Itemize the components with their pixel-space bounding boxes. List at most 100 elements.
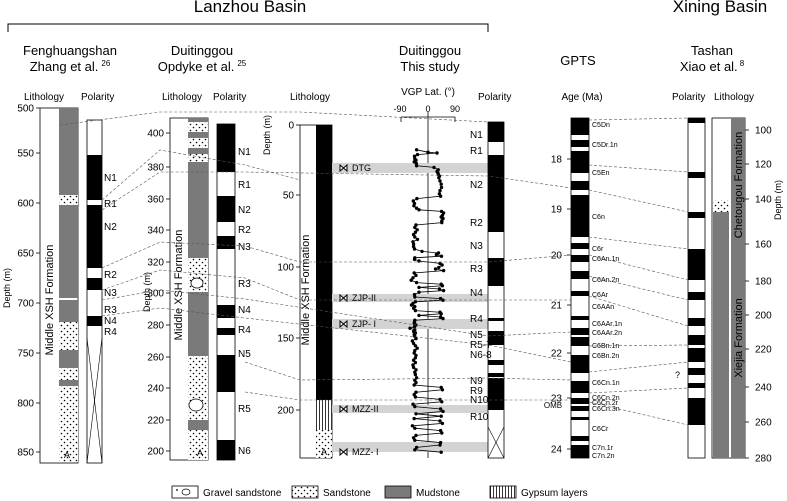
gpts-chron-label: C6Cn.2n bbox=[592, 395, 620, 402]
correlation-line bbox=[588, 401, 689, 426]
vgp-data-point bbox=[441, 316, 445, 321]
this-study-litho-mark: A bbox=[321, 447, 327, 457]
fenghuangshan-chron-label: R3 bbox=[104, 305, 117, 316]
vgp-data-point bbox=[438, 188, 442, 193]
xining-basin-title: Xining Basin bbox=[673, 0, 768, 16]
bowtie-marker-icon bbox=[339, 163, 348, 173]
this-study-marker-label: ZJP-II bbox=[352, 293, 376, 303]
opdyke-tick-label: 300 bbox=[147, 289, 164, 300]
bowtie-marker-icon bbox=[339, 319, 348, 329]
vgp-data-point bbox=[413, 372, 418, 377]
opdyke-tick-label: 400 bbox=[147, 129, 164, 140]
vgp-data-point bbox=[415, 237, 420, 242]
bowtie-marker-icon bbox=[339, 404, 348, 414]
gpts-normal-block bbox=[571, 181, 589, 190]
fenghuangshan-tick-label: 850 bbox=[17, 448, 34, 459]
tashan-tick-label: 260 bbox=[755, 418, 772, 429]
gpts-title: GPTS bbox=[560, 53, 596, 68]
fenghuangshan-depth-label: Depth (m) bbox=[2, 268, 12, 308]
tashan-polarity-column bbox=[688, 118, 705, 425]
opdyke-author: Opdyke et al.25 bbox=[158, 59, 247, 74]
gpts-polarity-column bbox=[571, 118, 589, 458]
opdyke-tick-label: 220 bbox=[147, 416, 164, 427]
tashan-upper-formation: Chetougou Formation bbox=[733, 132, 745, 238]
vgp-data-point bbox=[437, 176, 441, 180]
fenghuangshan-tick-label: 650 bbox=[17, 249, 34, 260]
opdyke-tick-label: 320 bbox=[147, 258, 164, 269]
gpts-normal-block bbox=[571, 436, 589, 441]
vgp-data-point bbox=[413, 225, 417, 230]
fenghuangshan-chron-label: N2 bbox=[104, 222, 117, 233]
vgp-data-point bbox=[414, 380, 418, 385]
this-study-nodata-cross-2 bbox=[487, 426, 505, 459]
gpts-normal-block bbox=[571, 406, 589, 411]
gpts-chron-labels: C5DnC5Dr.1nC5EnC6nC6rC6An.1nC6An.2nC6ArC… bbox=[592, 122, 622, 460]
this-study-normal-block bbox=[488, 122, 504, 142]
vgp-data-point bbox=[438, 443, 442, 447]
fenghuangshan-author: Zhang et al.26 bbox=[30, 59, 111, 74]
opdyke-section: Duitinggou Opdyke et al.25 Lithology Pol… bbox=[142, 43, 251, 461]
vgp-data-point bbox=[414, 433, 418, 438]
vgp-data-point bbox=[438, 419, 442, 423]
fenghuangshan-tick-label: 600 bbox=[17, 199, 34, 210]
opdyke-normal-block bbox=[217, 355, 235, 392]
vgp-data-point bbox=[413, 395, 418, 399]
this-study-polarity-label: Polarity bbox=[478, 92, 511, 103]
fenghuangshan-formation-label: Middle XSH Formation bbox=[44, 245, 56, 356]
vgp-data-point bbox=[417, 290, 421, 294]
this-study-polarity-column bbox=[488, 122, 504, 410]
vgp-data-point bbox=[414, 445, 419, 450]
gpts-chron-label: C5Dr.1n bbox=[592, 142, 618, 149]
vgp-data-point bbox=[414, 273, 418, 278]
vgp-data-point bbox=[417, 208, 421, 212]
vgp-data-point bbox=[441, 268, 446, 273]
tashan-section: Tashan Xiao et al.8 Polarity Lithology C… bbox=[672, 43, 783, 465]
legend-sandstone-swatch bbox=[291, 485, 319, 499]
vgp-data-point bbox=[409, 303, 414, 307]
this-study-normal-block bbox=[488, 155, 504, 232]
this-study-chron-label: N1 bbox=[470, 130, 483, 141]
opdyke-polarity-frame bbox=[216, 123, 236, 461]
vgp-data-point bbox=[439, 450, 443, 454]
tashan-mudstone-column bbox=[731, 118, 745, 458]
vgp-data-point bbox=[414, 412, 418, 416]
fenghuangshan-title: Fenghuangshan bbox=[23, 43, 117, 58]
gravel-icon bbox=[181, 488, 191, 496]
vgp-data-point bbox=[414, 148, 419, 152]
fenghuangshan-normal-block bbox=[87, 205, 102, 268]
opdyke-tick-label: 280 bbox=[147, 321, 164, 332]
opdyke-chron-label: N2 bbox=[238, 205, 251, 216]
vgp-data-point bbox=[411, 276, 415, 280]
vgp-data-point bbox=[414, 336, 418, 341]
opdyke-polarity-column bbox=[217, 124, 235, 460]
fenghuangshan-tick-label: 500 bbox=[17, 104, 34, 115]
vgp-data-point bbox=[413, 300, 418, 304]
this-study-chron-label: R3 bbox=[470, 264, 483, 275]
vgp-data-point bbox=[435, 151, 439, 155]
this-study-chron-label: N10 bbox=[470, 395, 489, 406]
gpts-chron-label: C6Bn.1n bbox=[592, 343, 619, 350]
vgp-data-point bbox=[413, 426, 417, 430]
vgp-data-point bbox=[441, 298, 445, 302]
this-study-depth-label: Depth (m) bbox=[262, 115, 272, 155]
this-study-chron-label: N4 bbox=[470, 288, 483, 299]
fenghuangshan-chron-label: N4 bbox=[104, 316, 117, 327]
gpts-chron-label: C6n bbox=[592, 214, 605, 221]
opdyke-mudstone-lower bbox=[188, 292, 208, 356]
vgp-data-point bbox=[432, 165, 436, 170]
this-study-marker-band bbox=[332, 442, 488, 452]
vgp-data-point bbox=[426, 150, 430, 154]
gpts-normal-block bbox=[571, 118, 589, 135]
vgp-data-point bbox=[412, 204, 416, 208]
tashan-normal-block bbox=[688, 383, 705, 388]
vgp-data-point bbox=[412, 416, 416, 421]
bowtie-marker-icon bbox=[339, 447, 348, 457]
gpts-tick-label: 24 bbox=[551, 445, 563, 456]
gpts-normal-block bbox=[571, 381, 589, 393]
gpts-tick-label: 22 bbox=[551, 349, 563, 360]
vgp-data-point bbox=[411, 306, 416, 310]
tashan-normal-block bbox=[688, 348, 705, 362]
vgp-data-point bbox=[412, 271, 416, 275]
